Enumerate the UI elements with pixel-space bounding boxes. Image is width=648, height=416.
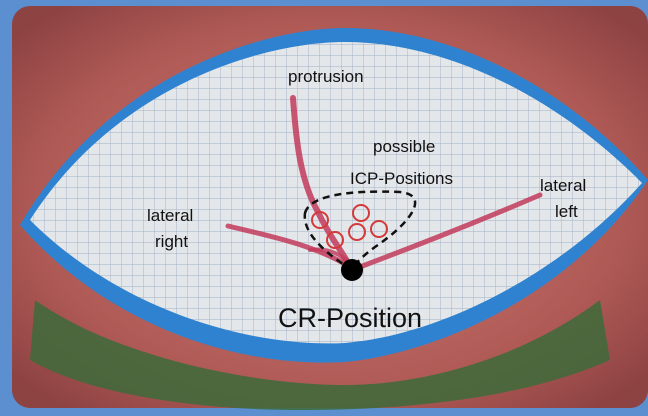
label-lateral-left-2: left xyxy=(555,202,578,221)
label-possible: possible xyxy=(373,137,435,156)
label-cr-position: CR-Position xyxy=(278,303,422,333)
label-lateral-left-1: lateral xyxy=(540,176,586,195)
label-lateral-right-2: right xyxy=(155,232,188,251)
cr-dot xyxy=(341,259,363,281)
label-icp-positions: ICP-Positions xyxy=(350,169,453,188)
label-protrusion: protrusion xyxy=(288,67,364,86)
label-lateral-right-1: lateral xyxy=(147,206,193,225)
